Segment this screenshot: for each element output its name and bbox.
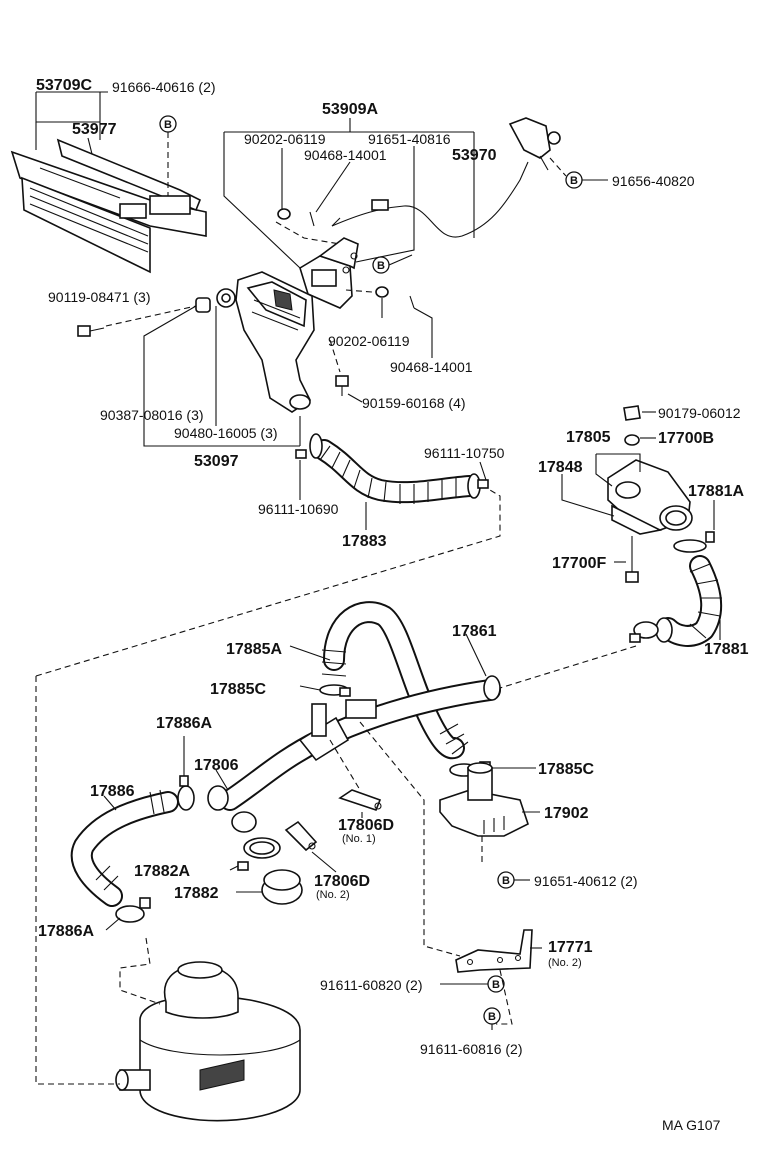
bracket-17902 — [439, 762, 529, 837]
label-90202-06119-b: 90202-06119 — [328, 333, 410, 349]
label-53097: 53097 — [194, 453, 239, 470]
label-90119-08471: 90119-08471 (3) — [48, 289, 150, 305]
label-90179-06012: 90179-06012 — [658, 405, 741, 421]
label-90468-14001-a: 90468-14001 — [304, 147, 387, 163]
label-17885A: 17885A — [226, 641, 282, 658]
part-17806D2 — [284, 820, 318, 852]
label-17902: 17902 — [544, 805, 589, 822]
label-53970: 53970 — [452, 147, 497, 164]
b-symbol: B — [502, 875, 510, 887]
bracket-17771 — [455, 929, 533, 973]
label-17848: 17848 — [538, 459, 583, 476]
label-17883: 17883 — [342, 533, 387, 550]
hose-17885A — [321, 601, 469, 760]
b-symbol: B — [488, 1011, 496, 1023]
label-17806D-no1: 17806D — [338, 817, 394, 834]
label-17806D-no2: 17806D — [314, 873, 370, 890]
b-symbol: B — [492, 979, 500, 991]
label-17806D-no2-sub: (No. 2) — [316, 889, 350, 901]
label-91611-60816: 91611-60816 (2) — [420, 1041, 522, 1057]
label-91651-40612: 91651-40612 (2) — [534, 873, 638, 889]
label-17881A: 17881A — [688, 483, 744, 500]
label-90202-06119-a: 90202-06119 — [244, 131, 326, 147]
hose-17883 — [313, 439, 481, 504]
pipe-17861 — [207, 675, 501, 833]
label-17885C-a: 17885C — [210, 681, 266, 698]
label-96111-10690: 96111-10690 — [258, 501, 339, 517]
air-cleaner-cap — [607, 459, 693, 535]
label-90468-14001-b: 90468-14001 — [390, 359, 473, 375]
label-91656-40820: 91656-40820 — [612, 173, 695, 189]
diagram-code: MA G107 — [662, 1117, 721, 1133]
label-17806D-no1-sub: (No. 1) — [342, 833, 376, 845]
label-17882A: 17882A — [134, 863, 190, 880]
b-symbol: B — [570, 175, 578, 187]
hose-17881 — [655, 555, 723, 647]
label-53909A: 53909A — [322, 101, 378, 118]
label-17886: 17886 — [90, 783, 135, 800]
air-duct — [235, 271, 315, 413]
b-symbol: B — [377, 260, 385, 272]
label-90387-08016: 90387-08016 (3) — [100, 407, 204, 423]
label-17881: 17881 — [704, 641, 749, 658]
cable-end — [508, 117, 561, 171]
label-53709C: 53709C — [36, 77, 92, 94]
label-17861: 17861 — [452, 623, 497, 640]
label-17885C-b: 17885C — [538, 761, 594, 778]
label-91611-60820: 91611-60820 (2) — [320, 977, 422, 993]
grille-panel — [10, 138, 207, 274]
label-17806: 17806 — [194, 757, 239, 774]
part-17806D1 — [338, 789, 382, 811]
screw-90119 — [77, 325, 105, 337]
label-91666-40616: 91666-40616 (2) — [112, 79, 216, 95]
label-90480-16005: 90480-16005 (3) — [174, 425, 278, 441]
label-17771: 17771 — [548, 939, 593, 956]
label-90159-60168: 90159-60168 (4) — [362, 395, 466, 411]
label-91651-40816: 91651-40816 — [368, 131, 451, 147]
label-17886A-b: 17886A — [38, 923, 94, 940]
label-17805: 17805 — [566, 429, 611, 446]
label-17700B: 17700B — [658, 430, 714, 447]
label-96111-10750: 96111-10750 — [424, 445, 505, 461]
sleeve-17882 — [261, 869, 303, 905]
b-symbol: B — [164, 119, 172, 131]
label-17882: 17882 — [174, 885, 219, 902]
label-17700F: 17700F — [552, 555, 606, 572]
label-17771-sub: (No. 2) — [548, 957, 582, 969]
label-53977: 53977 — [72, 121, 117, 138]
air-pump-canister — [115, 961, 301, 1122]
label-17886A-a: 17886A — [156, 715, 212, 732]
hose-17886 — [70, 789, 179, 907]
